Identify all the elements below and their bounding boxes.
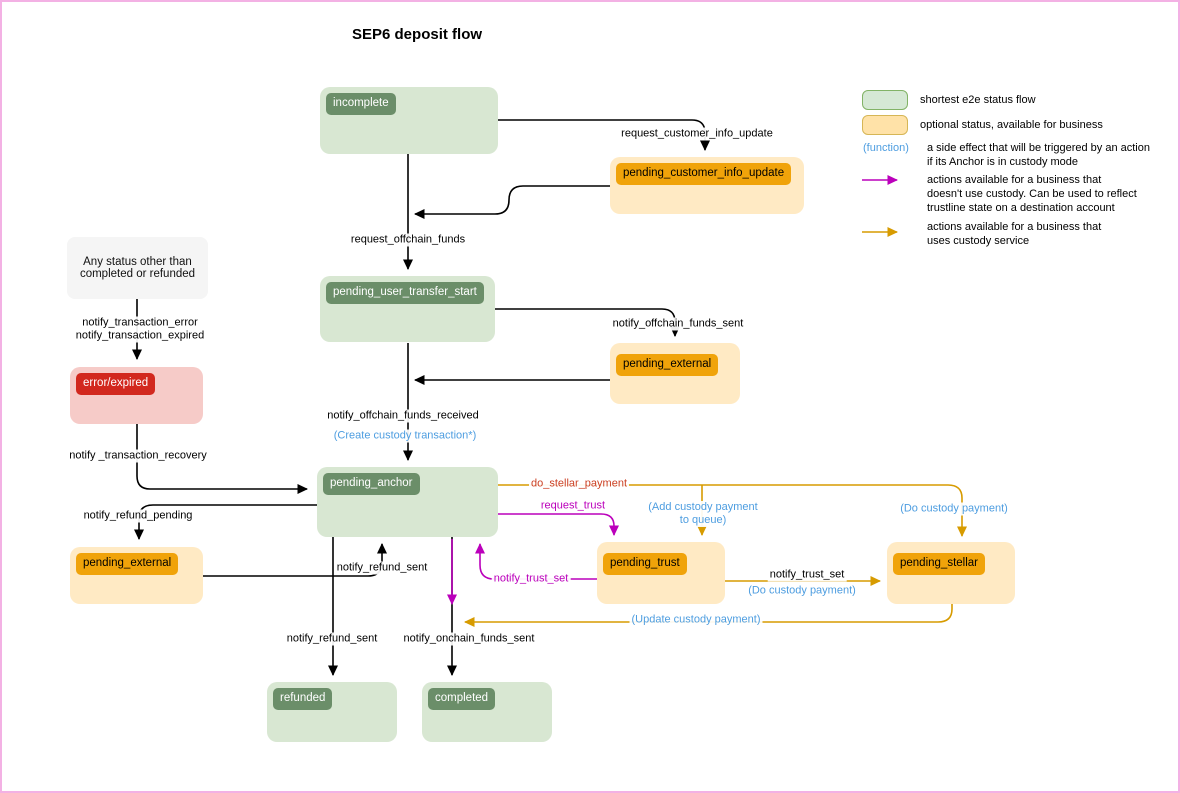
node-any-status: Any status other than completed or refun… bbox=[67, 237, 208, 299]
legend-label-green: shortest e2e status flow bbox=[920, 94, 1036, 106]
node-pending-user-transfer-start-label: pending_user_transfer_start bbox=[326, 282, 484, 304]
edge-label-request-trust: request_trust bbox=[538, 499, 608, 513]
node-pending-external-right: pending_external bbox=[610, 343, 740, 404]
edge-label-notify-offchain-funds-sent: notify_offchain_funds_sent bbox=[610, 317, 746, 331]
edge-do-stellar-payment bbox=[498, 484, 967, 537]
edge-label-notify-offchain-funds-received: notify_offchain_funds_received bbox=[325, 409, 481, 423]
edge-label-notify-trust-set-purple: notify_trust_set bbox=[491, 572, 571, 586]
edge-label-do-custody-payment-trust: (Do custody payment) bbox=[746, 584, 858, 598]
node-completed: completed bbox=[422, 682, 552, 742]
edge-update-custody-payment bbox=[464, 604, 953, 627]
node-pending-stellar: pending_stellar bbox=[887, 542, 1015, 604]
edge-label-do-stellar-payment: do_stellar_payment bbox=[528, 477, 630, 491]
edge-label-do-custody-payment-stellar: (Do custody payment) bbox=[898, 502, 1010, 516]
edge-label-add-custody-payment-to-queue: (Add custody payment to queue) bbox=[646, 501, 760, 527]
node-pending-stellar-label: pending_stellar bbox=[893, 553, 986, 575]
node-incomplete: incomplete bbox=[320, 87, 498, 154]
edge-label-update-custody-payment: (Update custody payment) bbox=[629, 613, 763, 627]
node-pending-anchor-label: pending_anchor bbox=[323, 473, 420, 495]
edge-label-notify-refund-pending: notify_refund_pending bbox=[81, 509, 195, 523]
legend-function-token: (function) bbox=[863, 142, 909, 154]
node-error-expired: error/expired bbox=[70, 367, 203, 424]
legend-label-magenta: actions available for a business that do… bbox=[927, 174, 1137, 214]
edge-label-notify-refund-sent-return: notify_refund_sent bbox=[334, 561, 430, 575]
edge-label-notify-trust-set-orange: notify_trust_set bbox=[767, 568, 847, 582]
node-pending-trust: pending_trust bbox=[597, 542, 725, 604]
edge-label-notify-onchain-funds-sent: notify_onchain_funds_sent bbox=[401, 632, 537, 646]
node-pending-trust-label: pending_trust bbox=[603, 553, 687, 575]
edge-label-request-offchain-funds: request_offchain_funds bbox=[348, 233, 468, 247]
node-incomplete-label: incomplete bbox=[326, 93, 396, 115]
node-pending-customer-info-update-label: pending_customer_info_update bbox=[616, 163, 792, 185]
edge-label-notify-refund-sent-refunded: notify_refund_sent bbox=[284, 632, 380, 646]
node-pending-external-left-label: pending_external bbox=[76, 553, 179, 575]
legend-label-orange: actions available for a business that us… bbox=[927, 221, 1102, 247]
node-pending-external-right-label: pending_external bbox=[616, 354, 719, 376]
node-pending-external-left: pending_external bbox=[70, 547, 203, 604]
edge-label-notify-transaction-recovery: notify _transaction_recovery bbox=[67, 449, 209, 463]
edge-customer-info-update-return bbox=[414, 185, 610, 219]
node-refunded-label: refunded bbox=[273, 688, 333, 710]
node-completed-label: completed bbox=[428, 688, 496, 710]
edge-label-notify-transaction-error: notify_transaction_error bbox=[80, 316, 200, 330]
legend-label-function: a side effect that will be triggered by … bbox=[927, 142, 1150, 168]
node-pending-anchor: pending_anchor bbox=[317, 467, 498, 537]
edge-notify-transaction-recovery bbox=[136, 424, 308, 494]
node-pending-user-transfer-start: pending_user_transfer_start bbox=[320, 276, 495, 342]
legend-swatch-yellow bbox=[862, 115, 908, 135]
legend-swatch-green bbox=[862, 90, 908, 110]
node-pending-customer-info-update: pending_customer_info_update bbox=[610, 157, 804, 214]
edge-label-notify-transaction-expired: notify_transaction_expired bbox=[73, 329, 207, 343]
edge-label-request-customer-info-update: request_customer_info_update bbox=[619, 127, 775, 141]
edge-request-trust bbox=[498, 513, 619, 536]
node-refunded: refunded bbox=[267, 682, 397, 742]
node-error-expired-label: error/expired bbox=[76, 373, 156, 395]
legend-label-yellow: optional status, available for business bbox=[920, 119, 1103, 131]
page-title: SEP6 deposit flow bbox=[352, 26, 483, 43]
edge-label-create-custody-transaction: (Create custody transaction*) bbox=[331, 429, 479, 443]
